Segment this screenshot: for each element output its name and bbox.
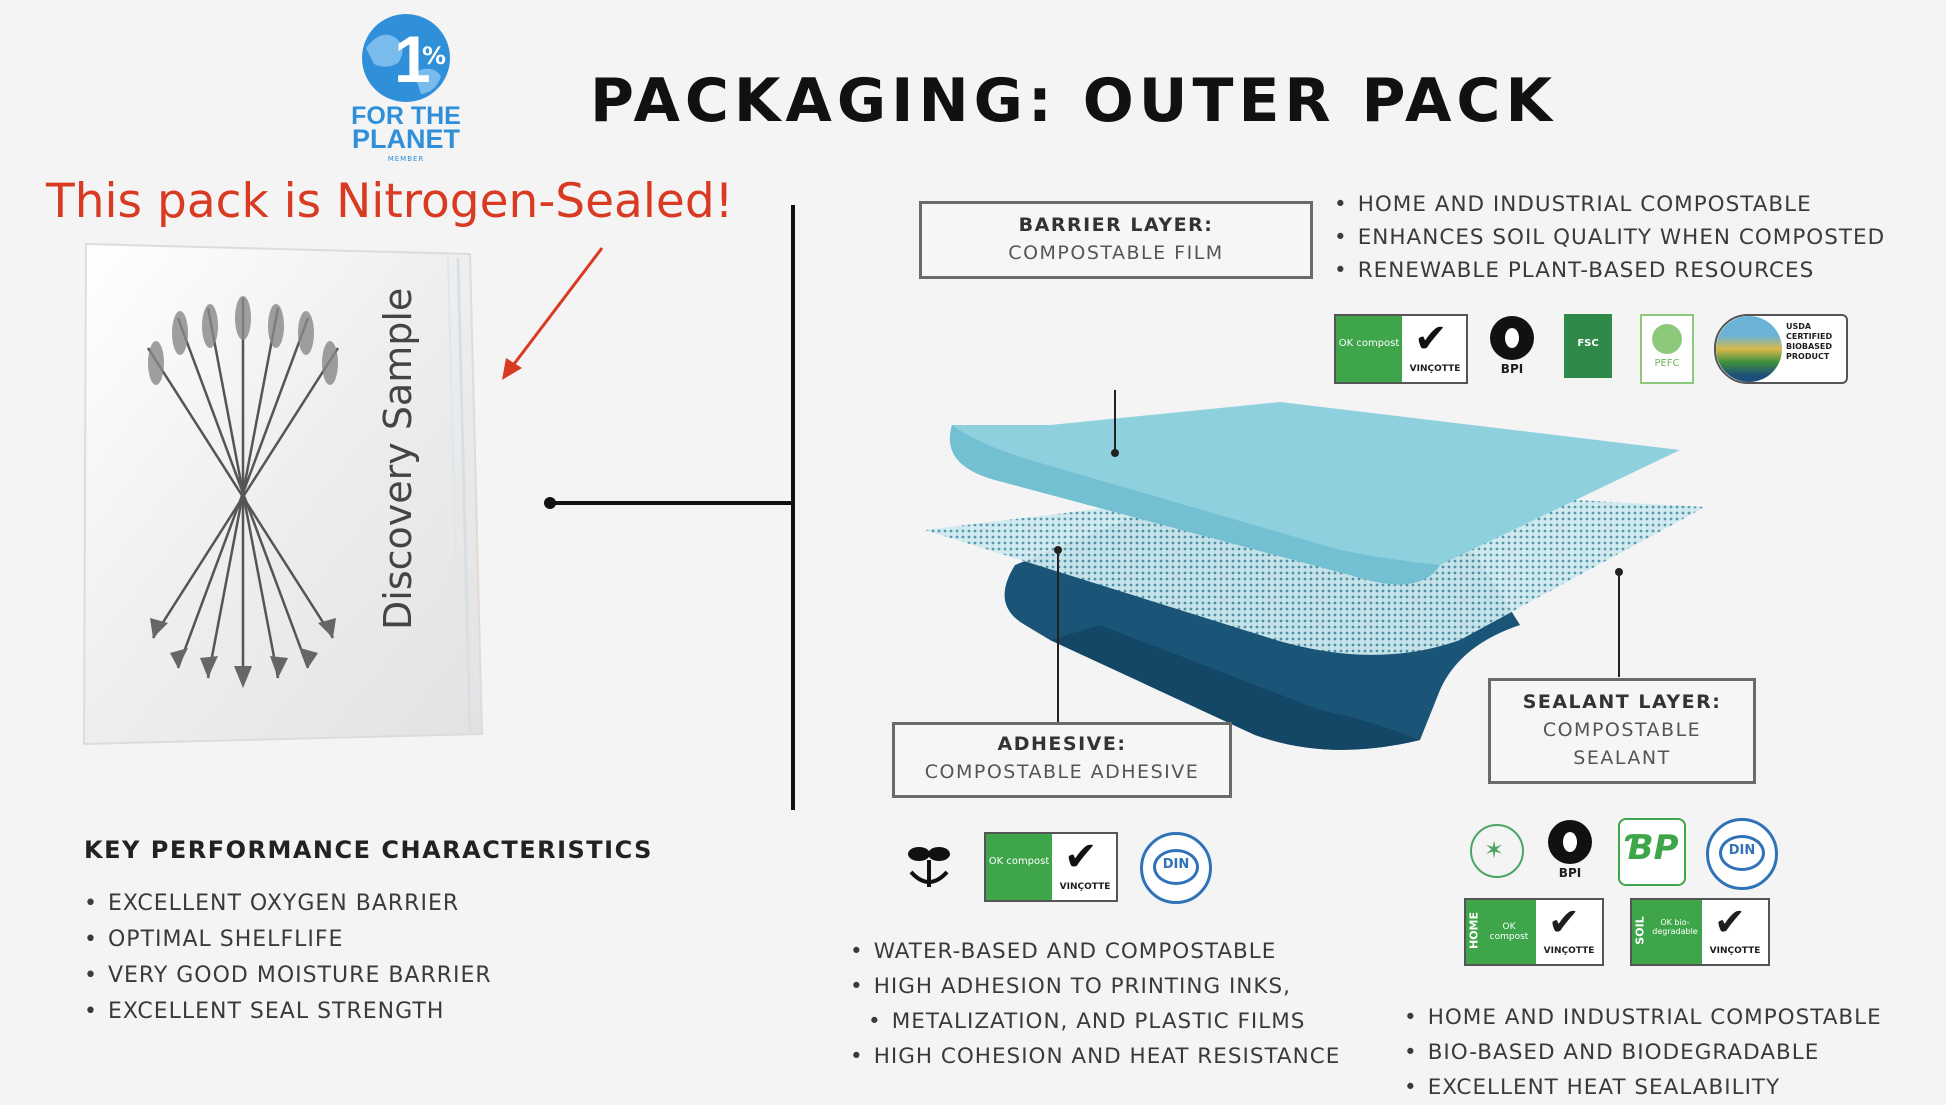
discovery-sample-pack: Discovery Sample xyxy=(78,238,488,750)
kpc-bullet: VERY GOOD MOISTURE BARRIER xyxy=(84,958,492,994)
bpi-label: BPI xyxy=(1500,362,1524,376)
kpc-title: KEY PERFORMANCE CHARACTERISTICS xyxy=(84,836,653,864)
barrier-layer-box: BARRIER LAYER: COMPOSTABLE FILM xyxy=(919,201,1313,279)
annotation-arrow-icon xyxy=(502,247,604,380)
sealant-bullet: HOME AND INDUSTRIAL COMPOSTABLE xyxy=(1404,1000,1882,1035)
logo-percent: % xyxy=(422,42,447,70)
barrier-bullet: ENHANCES SOIL QUALITY WHEN COMPOSTED xyxy=(1334,221,1885,254)
barrier-heading: BARRIER LAYER: xyxy=(1018,214,1214,236)
pefc-badge: PEFC xyxy=(1640,314,1694,384)
ok-biodegradable-soil-badge: SOIL OK bio-degradable ✔ VINÇOTTE xyxy=(1630,898,1770,966)
ok-compost-home-badge: HOME OK compost ✔ VINÇOTTE xyxy=(1464,898,1604,966)
barrier-bullet: HOME AND INDUSTRIAL COMPOSTABLE xyxy=(1334,188,1885,221)
seedling-certified-badge: ✶ xyxy=(1466,818,1526,884)
pack-label: Discovery Sample xyxy=(376,287,420,630)
kpc-bullet: OPTIMAL SHELFLIFE xyxy=(84,922,492,958)
barrier-bullets: HOME AND INDUSTRIAL COMPOSTABLE ENHANCES… xyxy=(1334,188,1885,287)
sealant-sub-2: SEALANT xyxy=(1573,747,1671,769)
adhesive-heading: ADHESIVE: xyxy=(997,733,1127,755)
ok-bio-label: OK bio-degradable xyxy=(1652,918,1698,936)
bpi-badge: BPI xyxy=(1548,820,1592,880)
ok-compost-label: OK compost xyxy=(988,856,1050,867)
checkmark-icon: ✔ xyxy=(1064,834,1098,880)
pack-illustration xyxy=(82,242,484,746)
usda-biobased-badge: USDA CERTIFIED BIOBASED PRODUCT xyxy=(1714,314,1848,384)
logo-line-1: FOR THE xyxy=(351,102,461,130)
adhesive-bullet: WATER-BASED AND COMPOSTABLE xyxy=(850,934,1340,969)
din-badge: DIN xyxy=(1140,832,1212,904)
ok-compost-label: OK compost xyxy=(1338,338,1400,349)
sealant-sub-1: COMPOSTABLE xyxy=(1542,719,1702,741)
adhesive-box: ADHESIVE: COMPOSTABLE ADHESIVE xyxy=(892,722,1232,798)
bpi-badge: BPI xyxy=(1490,316,1534,376)
checkmark-icon: ✔ xyxy=(1714,900,1746,944)
star-icon: ✶ xyxy=(1484,836,1505,864)
biomass-badge: ƁP xyxy=(1618,818,1686,886)
home-label: HOME xyxy=(1467,911,1481,950)
sealant-layer-box: SEALANT LAYER: COMPOSTABLE SEALANT xyxy=(1488,678,1756,784)
adhesive-bullet-continuation: METALIZATION, AND PLASTIC FILMS xyxy=(891,1009,1306,1034)
kpc-bullets: EXCELLENT OXYGEN BARRIER OPTIMAL SHELFLI… xyxy=(84,886,492,1030)
sealant-bullet: BIO-BASED AND BIODEGRADABLE xyxy=(1404,1035,1882,1070)
seedling-icon xyxy=(908,847,950,887)
nitrogen-annotation: This pack is Nitrogen-Sealed! xyxy=(46,174,734,229)
page-title: PACKAGING: OUTER PACK xyxy=(590,66,1557,136)
soil-label: SOIL xyxy=(1633,916,1647,945)
sealant-bullet: EXCELLENT HEAT SEALABILITY xyxy=(1404,1070,1882,1105)
sealant-heading: SEALANT LAYER: xyxy=(1522,691,1722,713)
sealant-bullets: HOME AND INDUSTRIAL COMPOSTABLE BIO-BASE… xyxy=(1404,1000,1882,1105)
vincotte-label: VINÇOTTE xyxy=(1543,946,1595,956)
din-badge: DIN xyxy=(1706,818,1778,890)
planet-globe-icon: 1 xyxy=(362,14,450,102)
barrier-bullet: RENEWABLE PLANT-BASED RESOURCES xyxy=(1334,254,1885,287)
checkmark-icon: ✔ xyxy=(1414,316,1448,362)
adhesive-sub: COMPOSTABLE ADHESIVE xyxy=(924,761,1200,783)
kpc-bullet: EXCELLENT SEAL STRENGTH xyxy=(84,994,492,1030)
bpi-label: BPI xyxy=(1558,866,1582,880)
adhesive-bullet: METALIZATION, AND PLASTIC FILMS xyxy=(850,1004,1340,1039)
vincotte-label: VINÇOTTE xyxy=(1709,946,1761,956)
vincotte-label: VINÇOTTE xyxy=(1409,364,1461,374)
svg-text:1: 1 xyxy=(394,22,431,96)
one-percent-planet-logo: 1 % FOR THE PLANET MEMBER xyxy=(336,8,476,163)
ok-compost-vincotte-badge: OK compost ✔ VINÇOTTE xyxy=(1334,314,1468,384)
fsc-label: FSC xyxy=(1577,338,1599,349)
barrier-sub: COMPOSTABLE FILM xyxy=(1008,242,1224,264)
checkmark-icon: ✔ xyxy=(1548,900,1580,944)
adhesive-bullet: HIGH ADHESION TO PRINTING INKS, xyxy=(850,969,1340,1004)
pefc-label: PEFC xyxy=(1654,358,1680,369)
ok-compost-vincotte-badge: OK compost ✔ VINÇOTTE xyxy=(984,832,1118,902)
din-label: DIN xyxy=(1728,843,1756,858)
seedling-badge xyxy=(906,832,952,892)
usda-label: USDA CERTIFIED BIOBASED PRODUCT xyxy=(1786,322,1833,361)
layer-stack-diagram xyxy=(925,390,1705,750)
ok-compost-label: OK compost xyxy=(1489,922,1529,942)
vincotte-label: VINÇOTTE xyxy=(1059,882,1111,892)
logo-line-3: MEMBER xyxy=(387,155,425,163)
adhesive-bullets: WATER-BASED AND COMPOSTABLE HIGH ADHESIO… xyxy=(850,934,1340,1074)
adhesive-bullet: HIGH COHESION AND HEAT RESISTANCE xyxy=(850,1039,1340,1074)
logo-line-2: PLANET xyxy=(352,124,460,154)
fsc-badge: FSC xyxy=(1564,314,1612,378)
bp-mark: ƁP xyxy=(1626,828,1679,868)
kpc-bullet: EXCELLENT OXYGEN BARRIER xyxy=(84,886,492,922)
connector-lines xyxy=(544,205,795,810)
din-label: DIN xyxy=(1162,857,1190,872)
